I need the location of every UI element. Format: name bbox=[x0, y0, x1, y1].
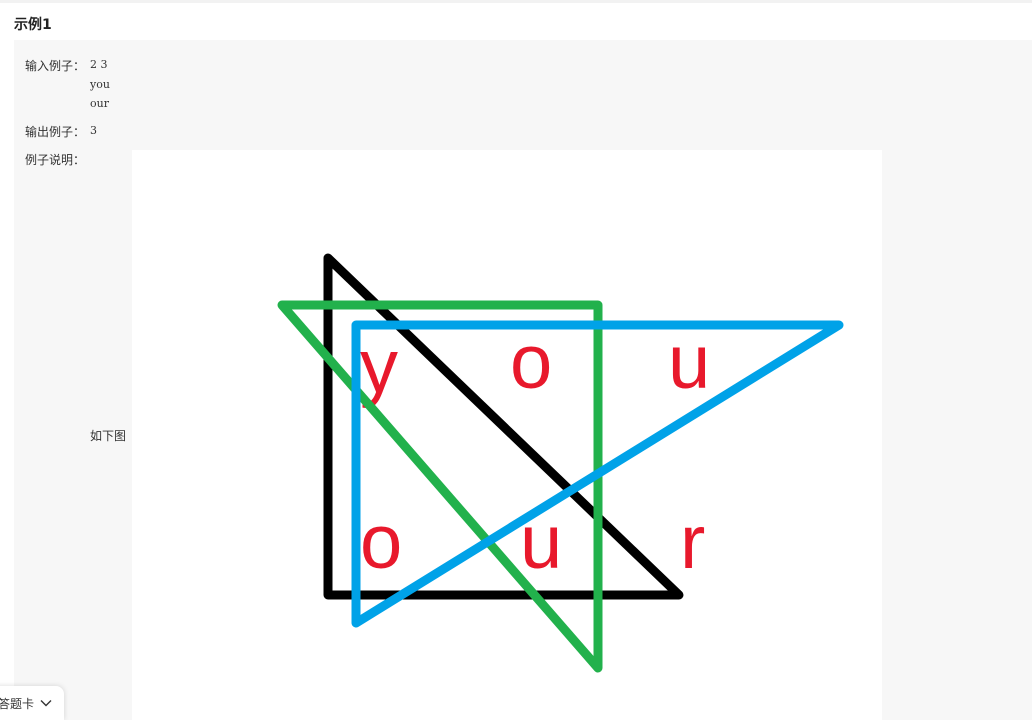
top-divider bbox=[0, 0, 1032, 3]
answer-card-button[interactable]: 答题卡 bbox=[0, 686, 64, 720]
output-label: 输出例子： bbox=[25, 125, 86, 139]
example-title: 示例1 bbox=[14, 17, 52, 33]
triangle-diagram: y o u o u r bbox=[277, 253, 844, 673]
explanation-label: 例子说明： bbox=[25, 153, 86, 167]
output-value: 3 bbox=[90, 124, 97, 137]
input-line: our bbox=[90, 97, 109, 110]
grid-letter: o bbox=[360, 500, 402, 585]
input-label: 输入例子： bbox=[25, 59, 86, 73]
input-line: 2 3 bbox=[90, 58, 108, 71]
grid-letter: u bbox=[668, 320, 710, 405]
blue-triangle bbox=[351, 320, 844, 628]
chevron-down-icon bbox=[40, 696, 52, 710]
green-triangle bbox=[277, 300, 603, 673]
answer-card-label: 答题卡 bbox=[0, 696, 35, 711]
grid-letter: o bbox=[510, 320, 552, 405]
grid-letter: y bbox=[360, 324, 398, 409]
grid-letter: r bbox=[680, 500, 705, 585]
explanation-text: 如下图 bbox=[90, 429, 127, 443]
example-figure: y o u o u r bbox=[132, 150, 882, 720]
input-line: you bbox=[90, 78, 110, 91]
black-triangle bbox=[323, 253, 684, 600]
